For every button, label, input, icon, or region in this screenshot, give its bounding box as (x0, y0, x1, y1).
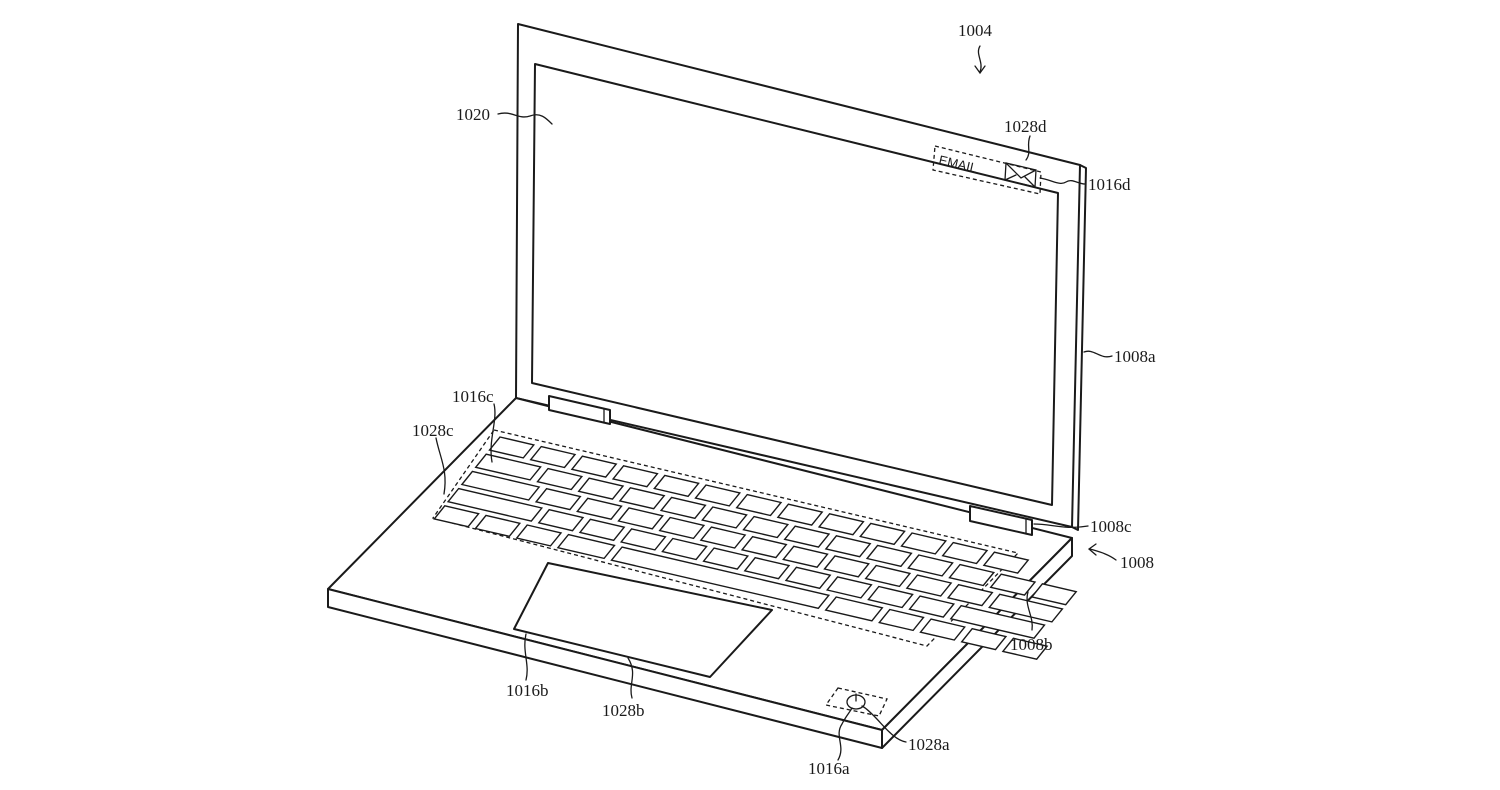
keyboard-key (941, 541, 989, 565)
keyboard-key (610, 546, 831, 610)
keyboard-key (919, 618, 966, 641)
keyboard-key (735, 493, 783, 517)
label-base-housing: 1008b (1010, 635, 1053, 654)
keyboard-key (474, 514, 522, 538)
keyboard-key (446, 487, 544, 522)
keyboard-keys (433, 436, 1078, 660)
display-screen (531, 63, 1059, 506)
label-hinge: 1008c (1090, 517, 1132, 536)
keyboard-key (611, 465, 659, 488)
keyboard-key (537, 508, 585, 532)
keyboard-key (960, 627, 1008, 651)
keyboard-key (701, 506, 748, 529)
keyboard-key (556, 533, 616, 560)
keyboard-key (515, 524, 563, 547)
reference-labels: 1004 1020 1028d 1016d 1008a 1016c 1028c … (412, 21, 1156, 778)
keyboard-key (988, 593, 1064, 623)
keyboard-key (878, 608, 925, 632)
keyboard-key (867, 585, 914, 609)
keyboard-key (784, 566, 832, 590)
keyboard-key (864, 564, 912, 588)
hinge-left (548, 395, 611, 425)
keyboard-key (576, 497, 623, 520)
keyboard-key (1001, 637, 1049, 660)
keyboard-key (825, 576, 873, 599)
keyboard-key (865, 544, 913, 568)
keyboard-key (702, 547, 750, 570)
label-display: 1020 (456, 105, 490, 124)
label-device: 1004 (958, 21, 993, 40)
keyboard-key (617, 507, 664, 530)
keyboard-key (859, 522, 906, 546)
envelope-icon (1004, 162, 1037, 188)
keyboard-key (658, 516, 706, 540)
keyboard-region (431, 429, 1020, 647)
keyboard-key (946, 583, 994, 607)
keyboard-key (823, 555, 870, 578)
label-email-icon: 1016d (1088, 175, 1131, 194)
leader-lines (435, 45, 1117, 761)
label-keyboard-region: 1028c (412, 421, 454, 440)
keyboard-key (570, 455, 618, 478)
keyboard-key (577, 477, 625, 500)
label-trackpad: 1016b (506, 681, 549, 700)
label-email-icon-region: 1028d (1004, 117, 1047, 136)
keyboard (431, 429, 1078, 660)
keyboard-key (534, 487, 582, 511)
keyboard-key (907, 554, 954, 577)
label-keyboard: 1016c (452, 387, 494, 406)
display-lid (515, 23, 1087, 531)
power-key (824, 687, 888, 717)
keyboard-key (699, 526, 747, 549)
keyboard-key (536, 467, 584, 491)
keyboard-key (653, 474, 700, 498)
keyboard-key (905, 574, 953, 597)
keyboard-key (824, 535, 872, 558)
keyboard-key (529, 445, 577, 469)
keyboard-key (742, 515, 790, 539)
keyboard-key (989, 573, 1037, 596)
keyboard-key (433, 505, 480, 528)
keyboard-key (982, 551, 1030, 574)
keyboard-key (1030, 583, 1078, 606)
trackpad (513, 562, 773, 678)
keyboard-key (900, 532, 948, 555)
keyboard-key (776, 503, 824, 526)
keyboard-key (460, 470, 541, 501)
keyboard-key (740, 535, 788, 559)
keyboard-key (659, 496, 707, 520)
keyboard-key (948, 563, 996, 587)
label-trackpad-region: 1028b (602, 701, 645, 720)
label-power-key-region: 1028a (908, 735, 950, 754)
label-power-key: 1016a (808, 759, 850, 778)
hinge-right (969, 505, 1033, 536)
label-display-housing: 1008a (1114, 347, 1156, 366)
keyboard-key (618, 487, 666, 510)
keyboard-key (908, 595, 956, 618)
keyboard-key (949, 604, 1046, 639)
keyboard-key (619, 528, 667, 551)
keyboard-key (743, 556, 791, 580)
power-icon (846, 693, 866, 710)
arrow-icon (974, 45, 986, 75)
keyboard-key (824, 596, 884, 622)
keyboard-key (488, 436, 536, 459)
keyboard-key (817, 513, 865, 536)
keyboard-key (782, 545, 829, 568)
keyboard-key (661, 537, 708, 561)
keyboard-key (578, 518, 626, 542)
keyboard-key (783, 525, 831, 548)
label-housing: 1008 (1120, 553, 1154, 572)
keyboard-key (694, 484, 742, 507)
